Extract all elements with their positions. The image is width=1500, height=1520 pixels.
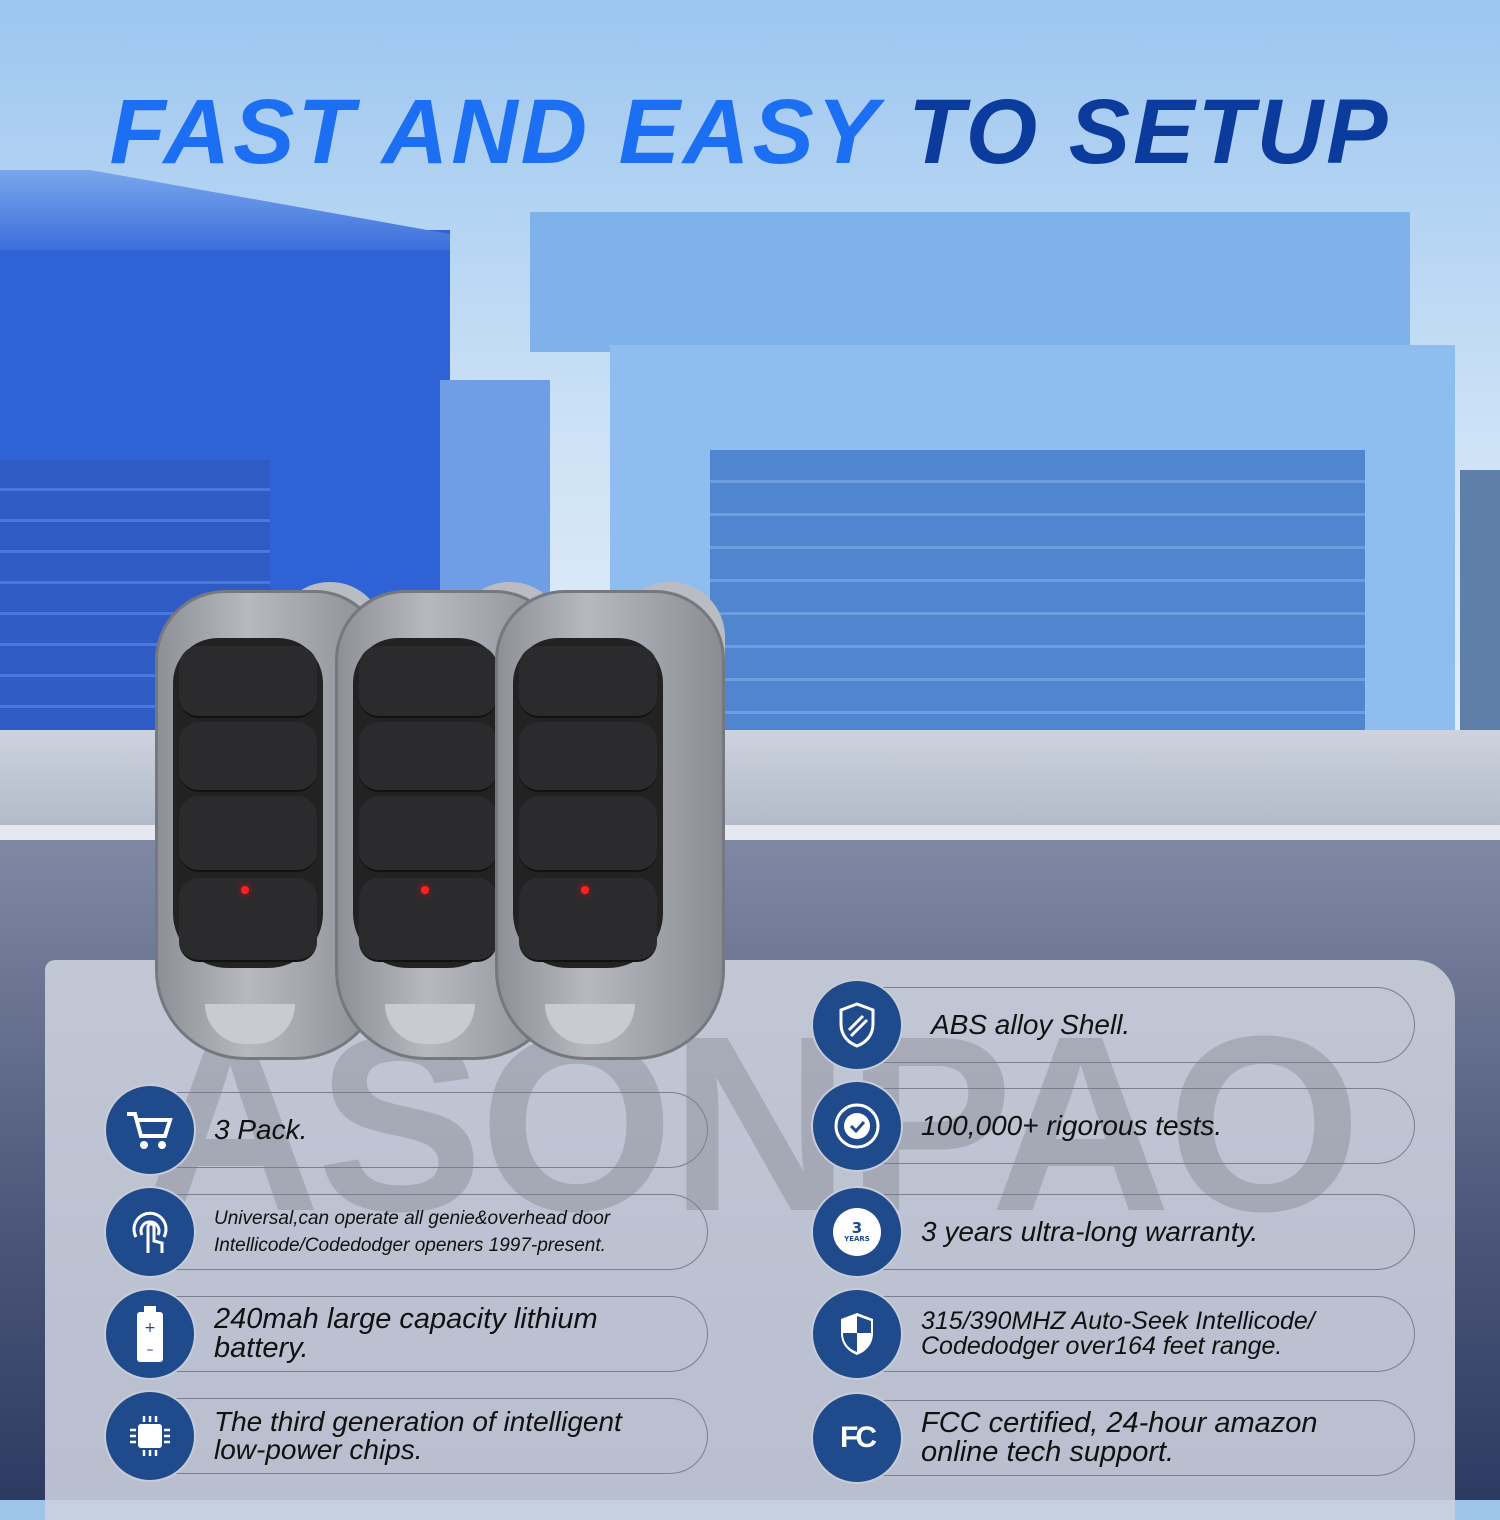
- feature-frequency: 315/390MHZ Auto-Seek Intellicode/ Codedo…: [813, 1290, 1415, 1378]
- remote-button-3: [179, 796, 317, 872]
- remote-button-4: [179, 878, 317, 962]
- fcc-icon: FC: [813, 1394, 901, 1482]
- feature-3-pack: 3 Pack.: [106, 1086, 708, 1174]
- feature-text: 3 Pack.: [214, 1114, 308, 1145]
- remote-3: [495, 582, 725, 1060]
- touch-finger-icon: [106, 1188, 194, 1276]
- battery-icon: +–: [106, 1290, 194, 1378]
- feature-text: ABS alloy Shell.: [931, 1009, 1131, 1040]
- feature-text-line2: battery.: [214, 1332, 309, 1364]
- badge-number: 3: [851, 1219, 863, 1237]
- shopping-cart-icon: [106, 1086, 194, 1174]
- feature-text-line1: FCC certified, 24-hour amazon: [921, 1407, 1318, 1439]
- feature-abs-shell: ABS alloy Shell.: [813, 981, 1415, 1069]
- remote-face: [353, 638, 503, 968]
- remote-face: [173, 638, 323, 968]
- remote-button-1: [359, 646, 497, 718]
- remote-face: [513, 638, 663, 968]
- feature-pill: [853, 1088, 1415, 1164]
- remote-button-2: [179, 722, 317, 792]
- feature-text-line2: low-power chips.: [214, 1434, 423, 1465]
- headline: FAST AND EASY TO SETUP: [109, 81, 1391, 183]
- feature-pill: [853, 1194, 1415, 1270]
- feature-text-line2: online tech support.: [921, 1436, 1175, 1468]
- feature-text-line2: Intellicode/Codedodger openers 1997-pres…: [214, 1235, 606, 1256]
- led-indicator: [581, 886, 589, 894]
- feature-text-line1: The third generation of intelligent: [214, 1406, 622, 1437]
- feature-battery: +– 240mah large capacity lithium battery…: [106, 1290, 708, 1378]
- badge-label: YEARS: [844, 1235, 870, 1243]
- remote-button-2: [519, 722, 657, 792]
- feature-pill: [853, 1296, 1415, 1372]
- feature-tests: 100,000+ rigorous tests.: [813, 1082, 1415, 1170]
- feature-pill: [146, 1296, 708, 1372]
- feature-fcc: FC FCC certified, 24-hour amazon online …: [813, 1394, 1415, 1482]
- feature-pill: [853, 1400, 1415, 1476]
- feature-text: 100,000+ rigorous tests.: [921, 1110, 1223, 1141]
- led-indicator: [241, 886, 249, 894]
- feature-pill: [853, 987, 1415, 1063]
- remote-button-2: [359, 722, 497, 792]
- svg-text:–: –: [147, 1342, 154, 1358]
- feature-text-line1: 240mah large capacity lithium: [214, 1303, 598, 1335]
- right-building-upper: [530, 212, 1410, 352]
- led-indicator: [421, 886, 429, 894]
- feature-text: 3 years ultra-long warranty.: [921, 1216, 1259, 1247]
- right-side-door: [1460, 470, 1500, 730]
- remote-button-1: [179, 646, 317, 718]
- feature-pill: [146, 1194, 708, 1270]
- right-garage-door: [710, 450, 1365, 730]
- feature-pill: [146, 1092, 708, 1168]
- svg-text:+: +: [144, 1320, 156, 1336]
- shield-stripes-icon: [813, 981, 901, 1069]
- remote-button-1: [519, 646, 657, 718]
- feature-chip: The third generation of intelligent low-…: [106, 1392, 708, 1480]
- remote-button-3: [359, 796, 497, 872]
- feature-pill: [146, 1398, 708, 1474]
- check-badge-icon: [813, 1082, 901, 1170]
- shield-icon: [813, 1290, 901, 1378]
- feature-text-line1: Universal,can operate all genie&overhead…: [214, 1208, 611, 1229]
- feature-text-line1: 315/390MHZ Auto-Seek Intellicode/: [921, 1307, 1315, 1335]
- fcc-badge-text: FC: [840, 1421, 877, 1454]
- chip-icon: [106, 1392, 194, 1480]
- feature-text-line2: Codedodger over164 feet range.: [921, 1332, 1283, 1360]
- remote-button-3: [519, 796, 657, 872]
- feature-universal: Universal,can operate all genie&overhead…: [106, 1188, 708, 1276]
